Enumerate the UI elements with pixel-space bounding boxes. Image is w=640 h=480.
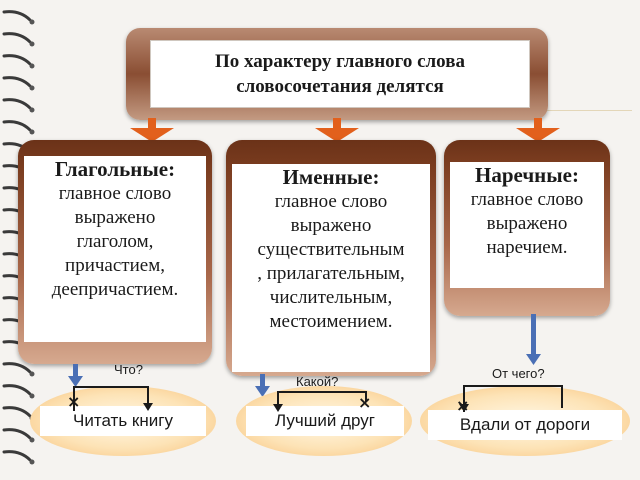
card-verbal-heading: Глагольные: (54, 157, 176, 181)
arrow-down-blue-center-icon (255, 374, 270, 397)
dependent-marker-adverbial-icon: × (456, 396, 470, 415)
card-nominal-body: главное слово выражено существительным ,… (257, 191, 405, 332)
example-nominal-question: Какой? (296, 374, 339, 389)
example-verbal-text: Читать книгу (40, 406, 206, 436)
example-adverbial-link (459, 385, 563, 412)
arrow-down-right-icon (516, 128, 560, 142)
card-nominal-heading: Именные: (282, 165, 380, 189)
example-adverbial-question: От чего? (492, 366, 545, 381)
arrow-down-blue-right-icon (526, 314, 541, 365)
card-nominal-content: Именные: главное слово выражено существи… (232, 164, 430, 372)
example-adverbial-text: Вдали от дороги (428, 410, 622, 440)
arrow-down-blue-left-icon (68, 364, 83, 387)
example-nominal-text: Лучший друг (246, 406, 404, 436)
example-verbal-question: Что? (114, 362, 143, 377)
card-verbal-content: Глагольные: главное слово выражено глаго… (24, 156, 206, 342)
arrow-stem-right (534, 118, 542, 128)
arrow-down-left-icon (130, 128, 174, 142)
card-adverbial-heading: Наречные: (475, 163, 579, 187)
arrow-down-center-icon (315, 128, 359, 142)
card-adverbial-body: главное слово выражено наречием. (470, 189, 584, 258)
card-verbal-body: главное слово выражено глаголом, причаст… (51, 183, 179, 300)
arrow-stem-left (148, 118, 156, 128)
card-adverbial-content: Наречные: главное слово выражено наречие… (450, 162, 604, 288)
dependent-marker-verbal-icon: × (67, 392, 81, 411)
example-nominal-link (273, 391, 367, 412)
arrow-stem-center (333, 118, 341, 128)
example-verbal-link (73, 386, 153, 411)
diagram-title: По характеру главного слова словосочетан… (150, 40, 530, 108)
dependent-marker-nominal-icon: × (358, 393, 372, 412)
